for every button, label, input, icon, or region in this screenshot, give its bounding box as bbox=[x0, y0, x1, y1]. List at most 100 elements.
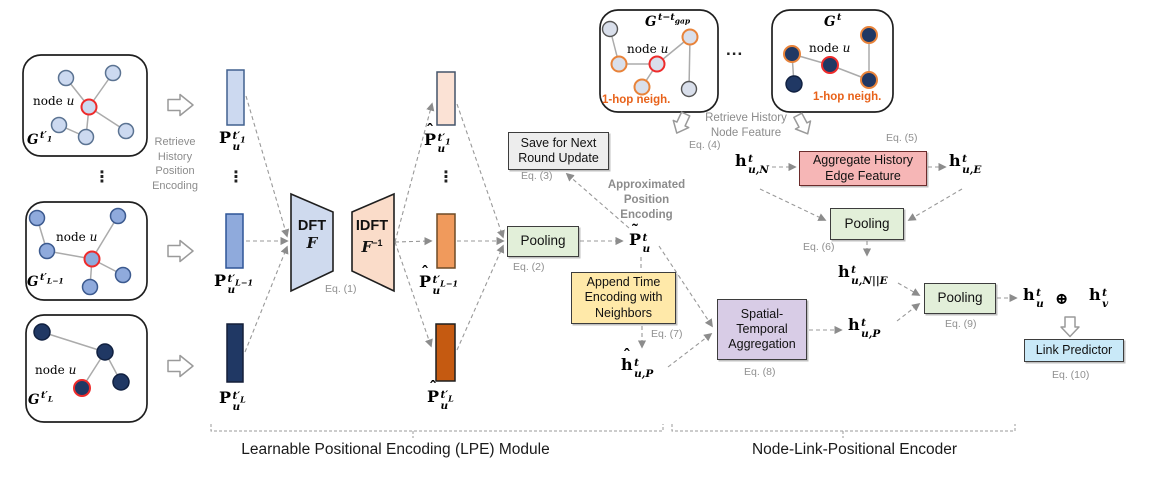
node-u-label: node u bbox=[56, 230, 98, 244]
graph-node bbox=[81, 278, 99, 296]
horizontal-ellipsis: ... bbox=[726, 40, 744, 59]
one-hop-node bbox=[860, 26, 878, 44]
one-hop-node bbox=[783, 45, 801, 63]
eq2-tag: Eq. (2) bbox=[513, 261, 545, 273]
right-arrow-icon bbox=[167, 239, 194, 263]
dft-idft-shapes bbox=[290, 192, 395, 293]
lpe-module-label: Learnable Positional Encoding (LPE) Modu… bbox=[241, 441, 550, 458]
spatial-temporal-aggregation-box: Spatial-Temporal Aggregation bbox=[717, 299, 807, 360]
idft-trapezoid bbox=[351, 192, 395, 293]
graph-label-gt1: G t′1 bbox=[27, 129, 53, 148]
node-link-positional-encoder-label: Node-Link-Positional Encoder bbox=[751, 441, 958, 458]
graph-node bbox=[117, 122, 135, 140]
eq3-tag: Eq. (3) bbox=[521, 170, 553, 182]
graph-gtgap-nodes bbox=[601, 20, 699, 98]
graph-frames bbox=[22, 9, 894, 423]
lpe-brace bbox=[210, 424, 664, 438]
one-hop-node bbox=[610, 55, 628, 73]
append-time-encoding-box: Append Time Encoding with Neighbors bbox=[571, 272, 676, 324]
vertical-ellipsis: ⋮ bbox=[438, 167, 454, 186]
position-encoding-bars bbox=[225, 69, 456, 383]
bar-p-tl bbox=[226, 323, 244, 383]
graph-node bbox=[785, 75, 803, 93]
graph-node bbox=[112, 373, 130, 391]
bar-phat-tl bbox=[435, 323, 456, 382]
bar-p-t1 bbox=[226, 69, 245, 126]
node-u-circle bbox=[73, 379, 91, 397]
eq9-tag: Eq. (9) bbox=[945, 318, 977, 330]
pooling-box-eq9: Pooling bbox=[924, 283, 996, 314]
node-u-circle bbox=[821, 56, 839, 74]
pooling-box-eq6: Pooling bbox=[830, 208, 904, 240]
graph-node bbox=[38, 242, 56, 260]
graph-frame-gtl bbox=[25, 314, 148, 423]
one-hop-label: 1-hop neigh. bbox=[813, 91, 882, 103]
graph-node bbox=[680, 80, 698, 98]
encoder-brace bbox=[671, 424, 1016, 438]
module-braces bbox=[210, 424, 1016, 438]
graph-gtl-nodes bbox=[33, 323, 130, 397]
eq6-tag: Eq. (6) bbox=[803, 241, 835, 253]
vertical-ellipsis: ⋮ bbox=[228, 167, 244, 186]
right-arrow-icon bbox=[167, 354, 194, 378]
one-hop-label: 1-hop neigh. bbox=[602, 94, 671, 106]
dashed-connectors bbox=[244, 95, 1018, 368]
node-u-label: node u bbox=[33, 94, 75, 108]
eq4-tag: Eq. (4) bbox=[689, 139, 721, 151]
graph-node bbox=[104, 64, 122, 82]
pooling-box-eq2: Pooling bbox=[507, 226, 579, 257]
eq7-tag: Eq. (7) bbox=[651, 328, 683, 340]
graph-node bbox=[57, 69, 75, 87]
graph-label-gt: G t bbox=[824, 11, 842, 30]
right-arrow-icon bbox=[167, 93, 194, 117]
bar-phat-tl1 bbox=[436, 213, 456, 269]
down-arrow-icon bbox=[1060, 316, 1080, 338]
graph-gtl1-nodes bbox=[28, 207, 132, 296]
retrieve-history-node-note: Retrieve History Node Feature bbox=[705, 112, 787, 139]
eq5-tag: Eq. (5) bbox=[886, 132, 918, 144]
node-u-label: node u bbox=[627, 42, 669, 56]
bar-p-tl1 bbox=[225, 213, 244, 269]
dft-label: DFT F bbox=[297, 218, 327, 252]
node-u-label: node u bbox=[809, 41, 851, 55]
node-u-circle bbox=[80, 98, 98, 116]
graph-node bbox=[601, 20, 619, 38]
link-predictor-box: Link Predictor bbox=[1024, 339, 1124, 362]
node-u-label: node u bbox=[35, 363, 77, 377]
graph-label-gtl: G t′L bbox=[28, 389, 54, 408]
graph-node bbox=[109, 207, 127, 225]
hollow-right-arrow-icons bbox=[167, 93, 1080, 378]
graph-node bbox=[50, 116, 68, 134]
graph-node bbox=[77, 128, 95, 146]
oplus-symbol: ⊕ bbox=[1055, 289, 1069, 308]
node-u-circle bbox=[648, 55, 666, 73]
retrieve-history-position-note: Retrieve History Position Encoding bbox=[152, 136, 198, 192]
graph-node bbox=[28, 209, 46, 227]
idft-label: IDFT F−1 bbox=[355, 218, 389, 256]
down-arrow-icon bbox=[793, 112, 812, 135]
vertical-ellipsis: ⋮ bbox=[94, 167, 110, 186]
graph-label-gtl1: G t′L−1 bbox=[27, 271, 64, 290]
graph-node bbox=[114, 266, 132, 284]
approximated-position-note: Approximated Position Encoding bbox=[607, 179, 686, 221]
bar-phat-t1 bbox=[436, 71, 456, 126]
eq8-tag: Eq. (8) bbox=[744, 366, 776, 378]
down-arrow-icon bbox=[672, 111, 691, 134]
one-hop-node bbox=[633, 78, 651, 96]
dft-trapezoid bbox=[290, 192, 334, 293]
graph-node bbox=[33, 323, 51, 341]
